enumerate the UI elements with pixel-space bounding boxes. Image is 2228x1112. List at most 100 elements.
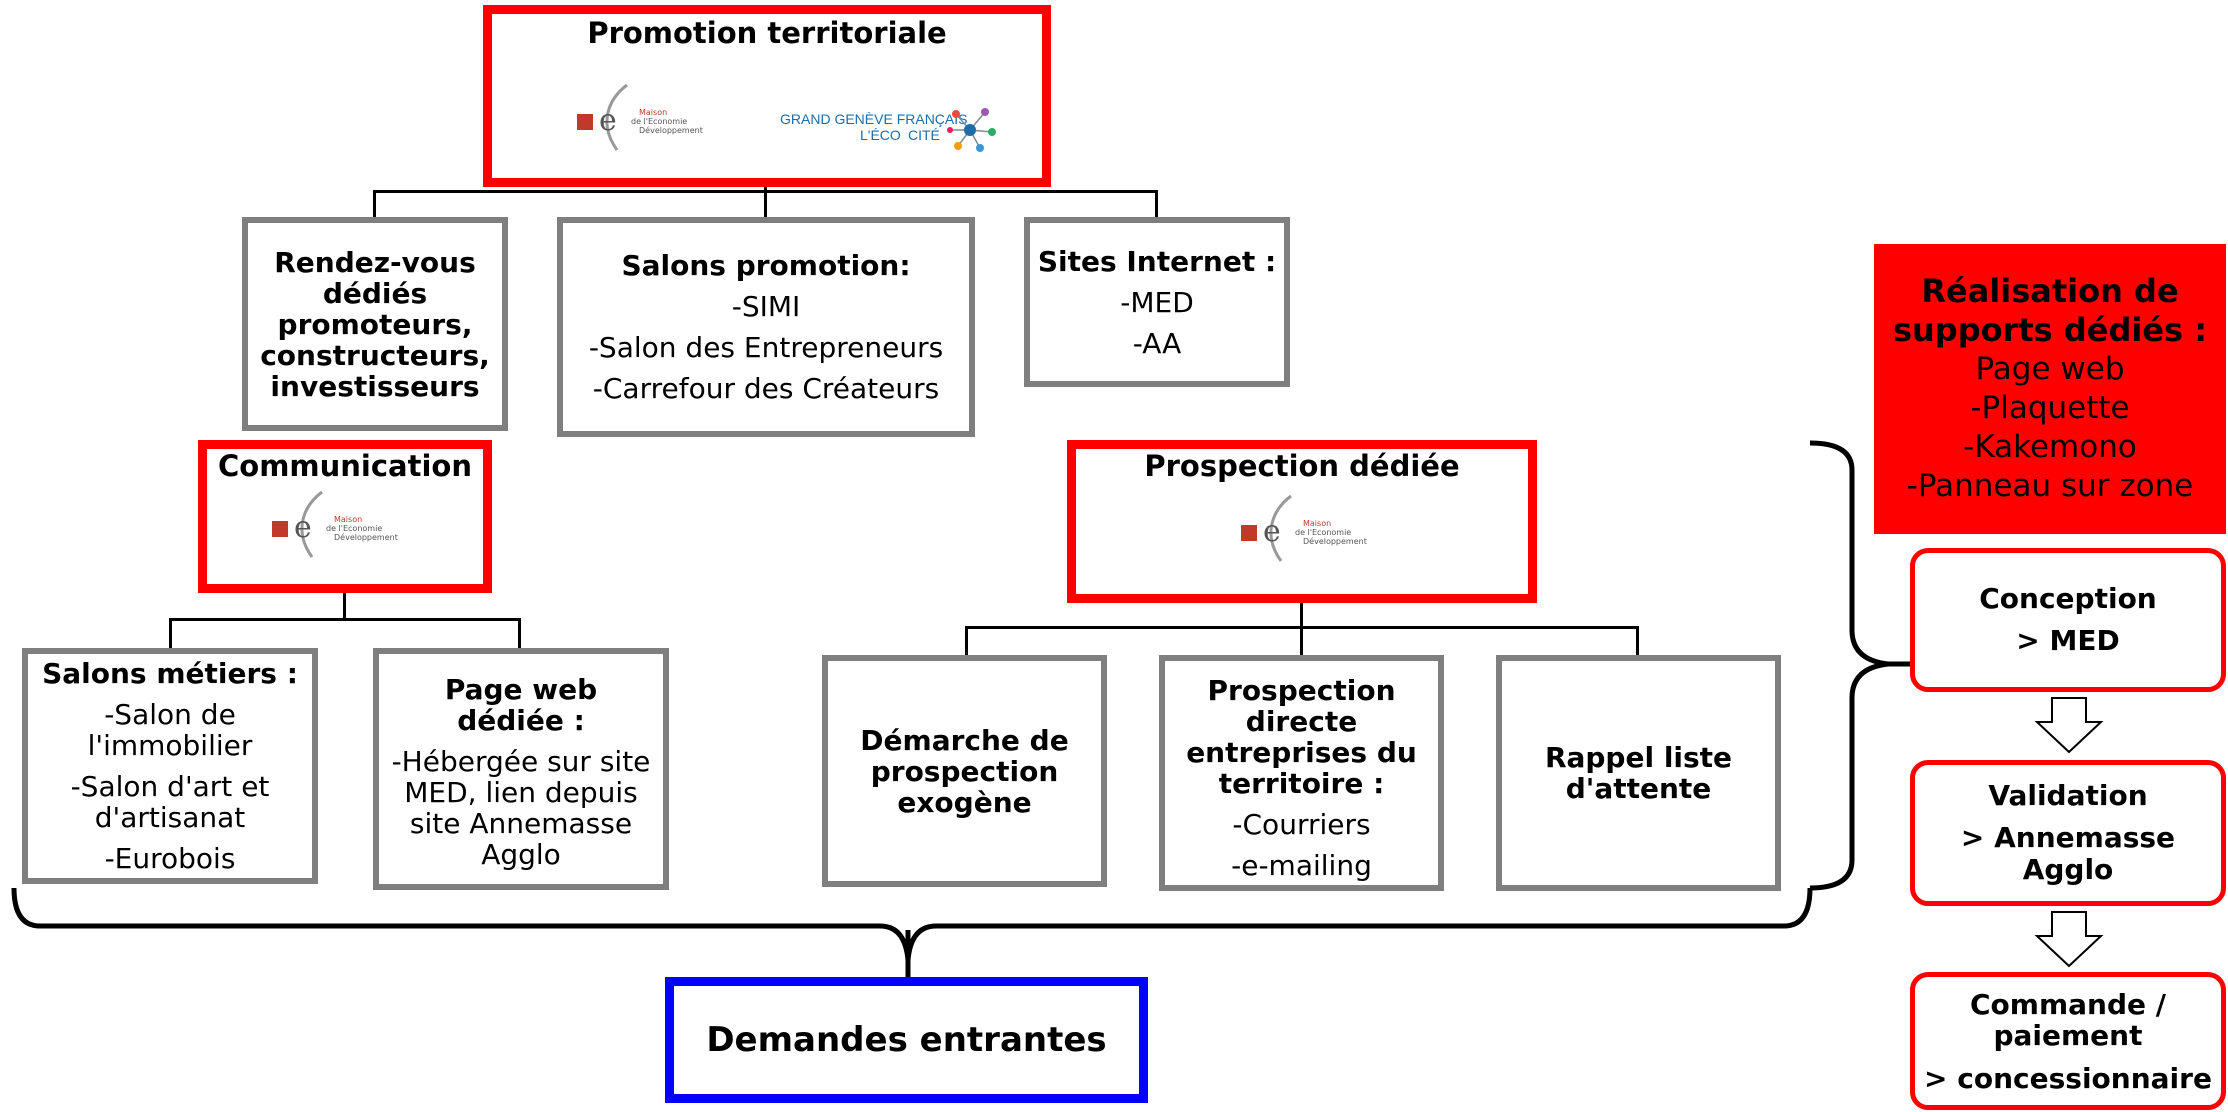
- communication-title: Communication: [217, 449, 472, 483]
- sites-internet-item: -AA: [1132, 327, 1182, 360]
- commande-title: Commande /: [1970, 987, 2166, 1021]
- conception-title: Conception: [1979, 582, 2157, 615]
- svg-text:Maison: Maison: [334, 515, 362, 524]
- demarche-line: Démarche de: [860, 723, 1069, 757]
- demarche-line: exogène: [897, 785, 1032, 819]
- connector: [965, 626, 968, 656]
- prospection-directe-item: -e-mailing: [1231, 849, 1372, 882]
- connector: [1155, 190, 1158, 218]
- connector: [373, 190, 376, 218]
- svg-text:Maison: Maison: [1303, 519, 1331, 528]
- prospection-directe-title: directe: [1245, 705, 1358, 738]
- demarche-line: prospection: [870, 754, 1059, 788]
- page-web-title: Page web: [444, 673, 598, 706]
- validation-sub: Agglo: [2022, 853, 2114, 886]
- salons-promotion-item: -SIMI: [731, 290, 801, 323]
- salons-metiers-item: -Salon de: [104, 698, 236, 731]
- salons-promotion-title: Salons promotion:: [621, 249, 911, 282]
- page-web-item: -Hébergée sur site: [391, 745, 651, 778]
- commande-title: paiement: [1993, 1018, 2143, 1052]
- rdv-line: dédiés: [322, 276, 428, 310]
- page-web-title: dédiée :: [457, 704, 585, 737]
- salons-metiers-box: Salons métiers : -Salon de l'immobilier …: [22, 648, 318, 884]
- svg-text:L'ÉCO: L'ÉCO: [860, 127, 901, 143]
- realisation-item: -Plaquette: [1970, 390, 2130, 426]
- commande-box: Commande / paiement > concessionnaire: [1910, 972, 2226, 1110]
- salons-promotion-item: -Salon des Entrepreneurs: [588, 331, 944, 364]
- connector: [1300, 626, 1303, 656]
- down-arrow-icon: [2034, 697, 2104, 754]
- rappel-line: Rappel liste: [1544, 741, 1733, 774]
- sites-internet-title: Sites Internet :: [1037, 245, 1277, 278]
- svg-text:de l'Economie: de l'Economie: [1295, 528, 1351, 537]
- promotion-territoriale-box: Promotion territoriale e Maison de l'Eco…: [483, 5, 1051, 187]
- validation-title: Validation: [1988, 779, 2148, 812]
- conception-box: Conception > MED: [1910, 548, 2226, 692]
- med-logo: e Maison de l'Economie Développement: [1241, 491, 1391, 566]
- prospection-title: Prospection dédiée: [1144, 449, 1460, 483]
- realisation-item: Page web: [1975, 351, 2125, 387]
- rdv-line: investisseurs: [270, 369, 480, 403]
- connector: [518, 618, 521, 650]
- connector: [169, 618, 521, 621]
- salons-promotion-box: Salons promotion: -SIMI -Salon des Entre…: [557, 217, 975, 437]
- svg-text:Maison: Maison: [639, 108, 667, 117]
- conception-sub: > MED: [2016, 624, 2120, 657]
- salons-promotion-item: -Carrefour des Créateurs: [592, 372, 940, 405]
- sites-internet-box: Sites Internet : -MED -AA: [1024, 217, 1290, 387]
- realisation-title: Réalisation de: [1921, 272, 2179, 310]
- prospection-directe-title: territoire :: [1218, 767, 1385, 800]
- connector: [764, 190, 767, 218]
- svg-text:Développement: Développement: [334, 532, 398, 542]
- realisation-supports-box: Réalisation de supports dédiés : Page we…: [1874, 244, 2226, 534]
- demarche-prospection-box: Démarche de prospection exogène: [822, 655, 1107, 887]
- communication-box: Communication e Maison de l'Economie Dév…: [198, 440, 492, 593]
- med-logo: e Maison de l'Economie Développement: [577, 80, 727, 155]
- page-web-item: Agglo: [481, 838, 561, 871]
- prospection-directe-title: entreprises du: [1186, 736, 1417, 769]
- rappel-line: d'attente: [1565, 772, 1712, 805]
- connector: [1636, 626, 1639, 656]
- svg-text:Développement: Développement: [1303, 536, 1367, 546]
- svg-text:e: e: [1263, 514, 1281, 549]
- demandes-entrantes-label: Demandes entrantes: [706, 1020, 1107, 1060]
- svg-text:GRAND GENÈVE FRANÇAIS: GRAND GENÈVE FRANÇAIS: [780, 111, 967, 127]
- demandes-entrantes-box: Demandes entrantes: [665, 977, 1148, 1103]
- rdv-line: Rendez-vous: [274, 245, 476, 279]
- salons-metiers-title: Salons métiers :: [42, 657, 298, 690]
- prospection-directe-title: Prospection: [1207, 674, 1396, 707]
- rdv-line: constructeurs,: [260, 338, 490, 372]
- rappel-liste-attente-box: Rappel liste d'attente: [1496, 655, 1781, 891]
- svg-text:e: e: [599, 103, 617, 138]
- sites-internet-item: -MED: [1120, 286, 1194, 319]
- page-web-item: MED, lien depuis: [404, 776, 638, 809]
- page-web-dediee-box: Page web dédiée : -Hébergée sur site MED…: [373, 648, 669, 890]
- connector: [1300, 602, 1303, 628]
- commande-sub: > concessionnaire: [1924, 1061, 2212, 1095]
- promotion-title: Promotion territoriale: [587, 16, 947, 50]
- salons-metiers-item: d'artisanat: [94, 801, 246, 834]
- connector: [343, 592, 346, 620]
- realisation-title: supports dédiés :: [1892, 311, 2208, 349]
- svg-text:Développement: Développement: [639, 125, 703, 135]
- prospection-directe-box: Prospection directe entreprises du terri…: [1159, 655, 1444, 891]
- prospection-directe-item: -Courriers: [1232, 808, 1371, 841]
- rdv-line: promoteurs,: [277, 307, 473, 341]
- validation-sub: > Annemasse: [1960, 821, 2176, 854]
- validation-box: Validation > Annemasse Agglo: [1910, 760, 2226, 906]
- med-logo: e Maison de l'Economie Développement: [272, 487, 422, 562]
- grand-geneve-logo: GRAND GENÈVE FRANÇAIS L'ÉCO CITÉ: [780, 104, 1010, 164]
- prospection-dediee-box: Prospection dédiée e Maison de l'Economi…: [1067, 440, 1537, 603]
- svg-text:de l'Economie: de l'Economie: [631, 117, 687, 126]
- page-web-item: site Annemasse: [409, 807, 633, 840]
- down-arrow-icon: [2034, 911, 2104, 968]
- svg-text:de l'Economie: de l'Economie: [326, 524, 382, 533]
- salons-metiers-item: l'immobilier: [87, 729, 253, 762]
- salons-metiers-item: -Eurobois: [104, 842, 236, 875]
- rendez-vous-box: Rendez-vous dédiés promoteurs, construct…: [242, 217, 508, 431]
- realisation-item: -Kakemono: [1963, 429, 2137, 465]
- realisation-item: -Panneau sur zone: [1906, 468, 2194, 504]
- connector: [169, 618, 172, 650]
